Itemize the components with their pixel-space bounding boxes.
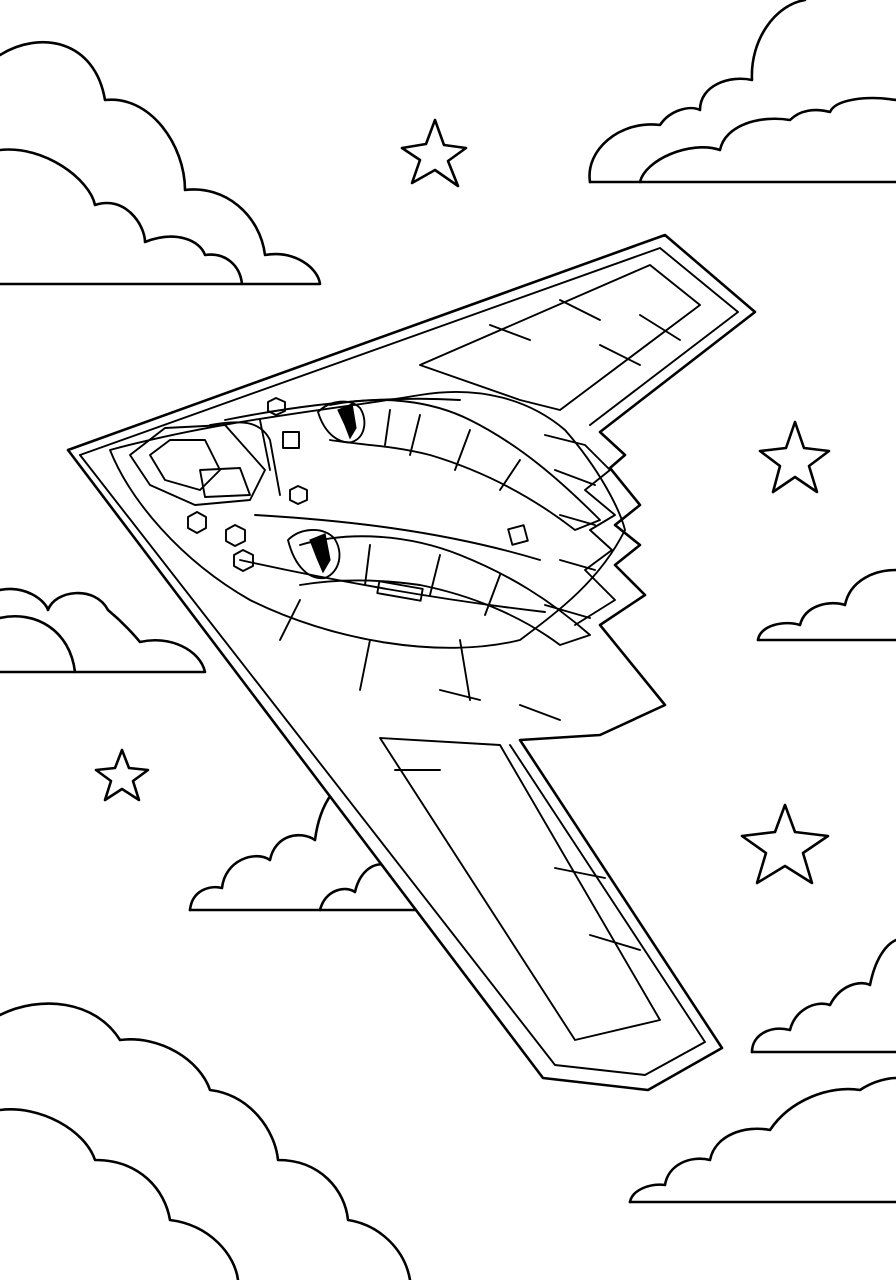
star-icon — [740, 803, 830, 885]
cockpit-window — [149, 439, 221, 491]
sensor-square — [282, 431, 300, 449]
engine-exhaust-icon — [309, 533, 331, 574]
engine-exhaust-icon — [337, 403, 357, 440]
hexagon-panel — [289, 485, 308, 505]
bay-door — [376, 580, 424, 602]
cockpit-frame — [209, 419, 281, 496]
trailing-edge-detail — [544, 469, 596, 619]
cloud-bottom-left — [0, 1002, 412, 1280]
hexagon-panel — [233, 549, 254, 572]
hexagon-panel — [187, 511, 207, 534]
lower-wing-inner-panel — [379, 737, 661, 1041]
upper-wing-band — [79, 247, 739, 456]
star-icon — [758, 420, 831, 494]
star-icon — [400, 118, 468, 188]
star-icon — [94, 748, 150, 802]
trailing-edge-detail — [544, 434, 616, 626]
cockpit-canopy — [129, 424, 266, 506]
upper-wing-seam — [489, 299, 681, 366]
sensor-square — [507, 524, 529, 546]
stealth-bomber — [66, 233, 757, 1092]
cloud-bottom-center — [188, 773, 432, 912]
fuselage-spine — [109, 390, 626, 649]
cockpit-window — [199, 467, 251, 498]
cloud-top-right — [588, 0, 896, 184]
engine-nacelle-panels — [384, 409, 521, 491]
cloud-top-left — [0, 41, 322, 286]
engine-nacelle-panels — [364, 544, 501, 616]
engine-nacelle-upper — [329, 399, 601, 531]
hexagon-panel — [225, 524, 246, 547]
engine-nacelle-lower — [299, 535, 591, 646]
lower-wing-band — [79, 454, 706, 1076]
cloud-mid-right — [756, 568, 896, 642]
engine-intake-lower — [287, 529, 341, 580]
cloud-mid-left — [0, 587, 207, 674]
cloud-bottom-right-lower — [628, 1076, 896, 1204]
wing-outline — [66, 233, 757, 1092]
lower-wing-seam — [394, 689, 641, 951]
hexagon-panel — [267, 397, 286, 416]
engine-intake-upper — [317, 400, 366, 444]
upper-wing-inner-panel — [419, 264, 701, 411]
cloud-bottom-right-upper — [750, 938, 896, 1054]
